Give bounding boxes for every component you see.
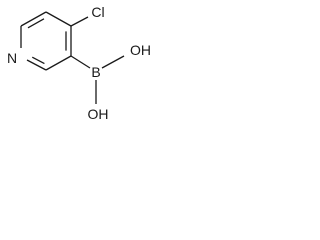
bond-n-c2-double <box>31 56 45 65</box>
bond-c5-c6 <box>20 11 47 27</box>
bond-b-oh-upper <box>101 55 125 69</box>
hydroxyl-upper-label: OH <box>130 42 151 58</box>
bond-c3-b <box>70 55 91 69</box>
boron-atom-label: B <box>91 64 100 80</box>
bond-c5-c4 <box>45 11 72 27</box>
nitrogen-atom-label: N <box>7 50 17 66</box>
bond-c5-c6-double <box>27 18 45 29</box>
chlorine-atom-label: Cl <box>91 4 104 20</box>
bond-n-c2 <box>26 59 47 71</box>
bond-c2-c3 <box>45 55 72 71</box>
chemical-structure: ClN B OH OH <box>7 4 151 122</box>
bond-c4-cl <box>70 16 89 27</box>
hydroxyl-lower-label: OH <box>88 106 109 122</box>
